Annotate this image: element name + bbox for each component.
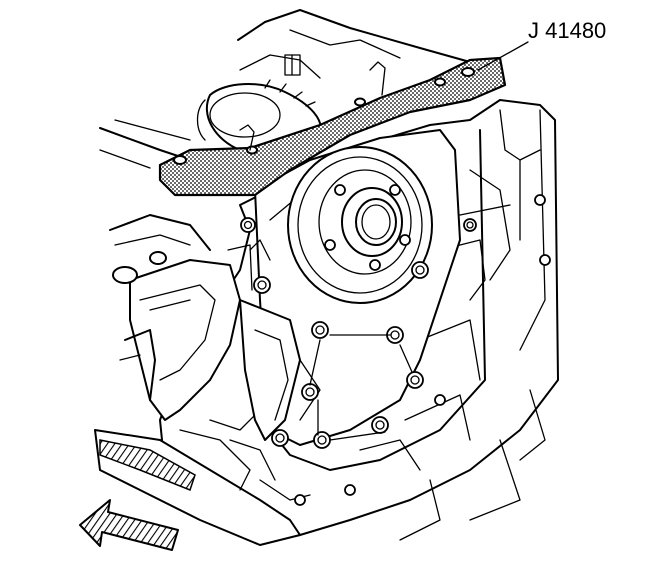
engine-upper-block (99, 9, 471, 169)
cover-bolts (240, 194, 551, 506)
engine-block-left-side (109, 214, 241, 421)
oil-pan-base (94, 409, 311, 546)
callout-leader-line (477, 41, 529, 71)
tool-callout-label: J 41480 (528, 18, 606, 43)
j41480-tool (158, 56, 507, 197)
crankshaft-seal (287, 146, 433, 304)
front-direction-arrow-icon (79, 499, 179, 551)
